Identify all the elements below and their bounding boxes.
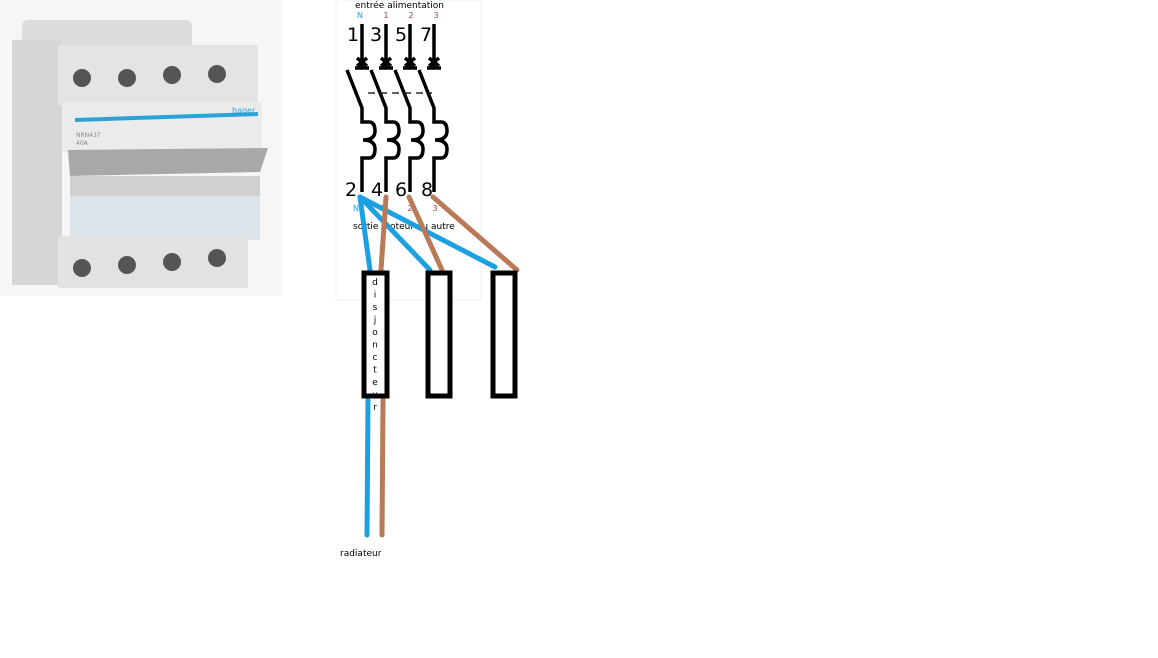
output-phase-2: 2: [407, 204, 412, 213]
breaker-box-2: [425, 270, 453, 399]
box-label-letter: c: [373, 353, 378, 363]
terminal-4: 4: [371, 179, 383, 201]
box-label-letter: d: [372, 278, 378, 288]
breaker-box-3: [490, 270, 518, 399]
breaker-box-1: [361, 270, 390, 399]
load-label: radiateur: [340, 549, 382, 559]
box-label-letter: i: [374, 291, 377, 301]
input-phase-2: 2: [408, 11, 413, 20]
output-phase-3: 3: [432, 204, 437, 213]
phase-wire-3: [430, 194, 520, 273]
terminal-7: 7: [420, 24, 432, 46]
terminal-5: 5: [395, 24, 407, 46]
box-label-letter: s: [373, 303, 378, 313]
phase-wire-load: [379, 397, 386, 538]
output-phase-n: N: [353, 204, 359, 213]
breaker-pole-3: [393, 24, 425, 192]
box-label-letter: u: [372, 391, 378, 401]
box-label-letter: r: [373, 403, 377, 413]
phase-wire-2: [406, 194, 445, 273]
model-label: NRN437: [76, 132, 101, 139]
box-label-letter: t: [373, 366, 377, 376]
terminal-2: 2: [345, 179, 357, 201]
breaker-photo: hager NRN437 40A: [0, 0, 282, 296]
breaker-symbol: [345, 24, 449, 192]
input-phase-1: 1: [383, 11, 388, 20]
box-label-letter: e: [372, 378, 378, 388]
neutral-wire-load: [364, 397, 371, 538]
input-title: entrée alimentation: [355, 0, 444, 11]
rating-label: 40A: [76, 140, 89, 147]
box-label-letter: j: [373, 316, 377, 326]
box-label-letter: o: [372, 328, 378, 338]
breaker-pole-4: [417, 24, 449, 192]
breaker-pole-1: [345, 24, 377, 192]
neutral-wire-2: [357, 194, 433, 273]
terminal-3: 3: [370, 24, 382, 46]
terminal-6: 6: [395, 179, 407, 201]
terminal-8: 8: [421, 179, 433, 201]
brand-logo: hager: [232, 106, 256, 115]
input-phase-3: 3: [433, 11, 438, 20]
breaker-pole-2: [369, 24, 401, 192]
terminal-1: 1: [347, 24, 359, 46]
neutral-wire-1: [357, 194, 373, 273]
input-phase-n: N: [357, 11, 363, 20]
phase-wire-1: [378, 194, 389, 273]
box-label-letter: n: [372, 341, 378, 351]
output-label: sortie moteur ou autre: [353, 222, 455, 232]
